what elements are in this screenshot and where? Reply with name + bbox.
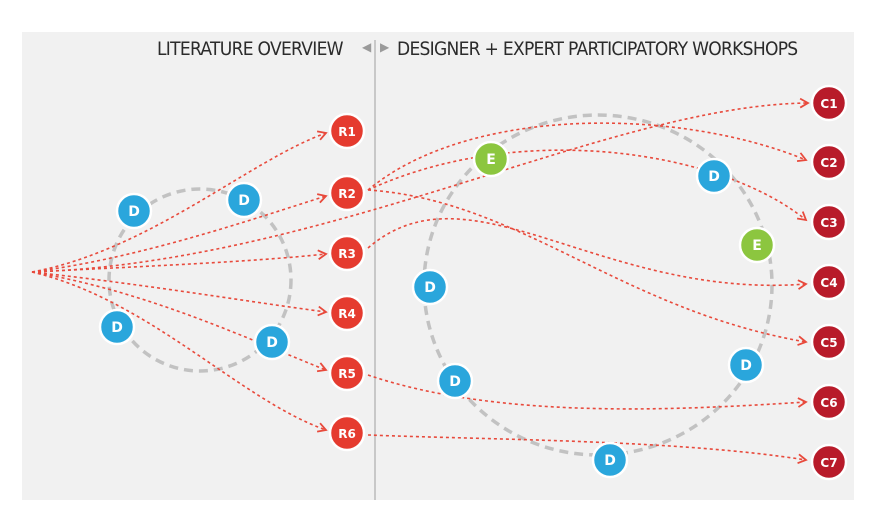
right-designer-node-5: D: [436, 362, 474, 400]
requirement-node-r2: R2: [328, 174, 366, 212]
left-designer-node-2: D: [225, 181, 263, 219]
flow-r2-c3: [367, 149, 808, 222]
criteria-node-c2: C2: [810, 143, 848, 181]
flow-origin-c1: [31, 97, 810, 273]
right-designer-node-7-label: D: [604, 453, 616, 469]
right-expert-node-1-label: E: [486, 152, 496, 168]
criteria-node-c2-label: C2: [820, 156, 837, 170]
right-designer-node-6: D: [727, 346, 765, 384]
criteria-node-c5: C5: [810, 323, 848, 361]
literature-workshop-circle: [107, 187, 293, 373]
requirement-node-r5-label: R5: [338, 367, 356, 381]
left-designer-node-1-label: D: [128, 204, 140, 220]
criteria-node-c7-label: C7: [820, 456, 837, 470]
criteria-node-c5-label: C5: [820, 336, 837, 350]
criteria-node-c6: C6: [810, 383, 848, 421]
requirement-node-r6-label: R6: [338, 427, 356, 441]
left-designer-node-2-label: D: [238, 193, 250, 209]
criteria-node-c3-label: C3: [820, 216, 837, 230]
requirement-node-r3: R3: [328, 234, 366, 272]
requirement-node-r2-label: R2: [338, 187, 356, 201]
divider-arrows-icon-right: ▶: [380, 40, 390, 54]
left-designer-node-3-label: D: [111, 320, 123, 336]
criteria-node-c4: C4: [810, 263, 848, 301]
workshops-header: DESIGNER + EXPERT PARTICIPATORY WORKSHOP…: [397, 38, 798, 60]
requirement-node-r4: R4: [328, 294, 366, 332]
requirement-node-r1-label: R1: [338, 125, 356, 139]
flow-r2-c2: [367, 122, 808, 191]
flow-r2-c5: [367, 189, 808, 346]
flow-origin-r2: [31, 193, 328, 273]
requirement-node-r4-label: R4: [338, 307, 356, 321]
right-designer-node-7: D: [591, 441, 629, 479]
right-expert-node-3-label: E: [752, 238, 762, 254]
right-expert-node-3: E: [738, 226, 776, 264]
right-expert-node-1: E: [472, 140, 510, 178]
criteria-node-c3: C3: [810, 203, 848, 241]
flow-r5-c6: [367, 374, 808, 410]
right-designer-node-4-label: D: [424, 280, 436, 296]
requirement-node-r5: R5: [328, 354, 366, 392]
right-designer-node-2: D: [695, 157, 733, 195]
left-designer-node-4-label: D: [266, 335, 278, 351]
flow-origin-r5: [31, 271, 328, 373]
criteria-node-c1-label: C1: [820, 97, 837, 111]
right-designer-node-6-label: D: [740, 358, 752, 374]
requirement-node-r6: R6: [328, 414, 366, 452]
requirement-node-r3-label: R3: [338, 247, 356, 261]
right-designer-node-5-label: D: [449, 374, 461, 390]
right-designer-node-2-label: D: [708, 169, 720, 185]
divider-arrows-icon: ◀: [362, 40, 372, 54]
literature-overview-header: LITERATURE OVERVIEW: [157, 38, 344, 60]
criteria-node-c4-label: C4: [820, 276, 837, 290]
flow-r3-c4: [367, 217, 808, 290]
left-designer-node-3: D: [98, 308, 136, 346]
criteria-node-c6-label: C6: [820, 396, 837, 410]
criteria-node-c1: C1: [810, 84, 848, 122]
flow-origin-r4: [31, 271, 328, 317]
left-designer-node-1: D: [115, 192, 153, 230]
criteria-node-c7: C7: [810, 443, 848, 481]
left-designer-node-4: D: [253, 323, 291, 361]
right-designer-node-4: D: [411, 268, 449, 306]
requirement-node-r1: R1: [328, 112, 366, 150]
flow-r6-c7: [367, 434, 808, 465]
